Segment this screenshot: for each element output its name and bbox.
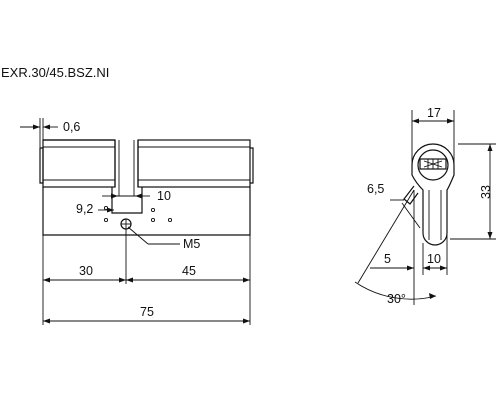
cylinder-profile xyxy=(411,143,455,246)
dim-cam-offset-label: 0,6 xyxy=(63,120,80,134)
dim-left-length-label: 30 xyxy=(79,264,93,278)
dim-left-cam: 9,2 xyxy=(76,193,118,216)
pin-holes xyxy=(103,205,173,223)
dim-angle-label: 30° xyxy=(387,292,406,306)
dim-right-cam: 10 xyxy=(135,189,171,203)
dim-height: 33 xyxy=(450,143,496,240)
dim-offset: 5 xyxy=(370,243,432,275)
cylinder-body xyxy=(39,139,254,236)
dim-width: 17 xyxy=(411,106,455,165)
dim-left-cam-label: 9,2 xyxy=(76,202,93,216)
dim-cam-offset: 0,6 xyxy=(20,118,80,148)
dim-total-length: 75 xyxy=(43,305,250,324)
dim-total-length-label: 75 xyxy=(140,305,154,319)
dim-cam-diameter: 6,5 xyxy=(367,182,421,229)
dim-offset-label: 5 xyxy=(384,252,391,266)
side-view: 0,6 10 9,2 M5 xyxy=(20,118,254,325)
screw-callout: M5 xyxy=(127,226,200,251)
screw-label: M5 xyxy=(183,237,200,251)
dim-right-cam-label: 10 xyxy=(157,189,171,203)
product-code: EXR.30/45.BSZ.NI xyxy=(1,65,109,80)
dim-left-length: 30 xyxy=(43,264,126,283)
dim-lower-width: 10 xyxy=(423,233,448,275)
screw-hole xyxy=(120,218,132,230)
dim-cam-diameter-label: 6,5 xyxy=(367,182,384,196)
end-view: 17 33 6,5 30° xyxy=(354,106,496,306)
dim-height-label: 33 xyxy=(479,185,493,199)
dim-right-length: 45 xyxy=(126,264,250,283)
dim-width-label: 17 xyxy=(427,106,441,120)
dim-angle: 30° xyxy=(354,189,437,306)
dim-lower-width-label: 10 xyxy=(427,252,441,266)
dim-right-length-label: 45 xyxy=(182,264,196,278)
